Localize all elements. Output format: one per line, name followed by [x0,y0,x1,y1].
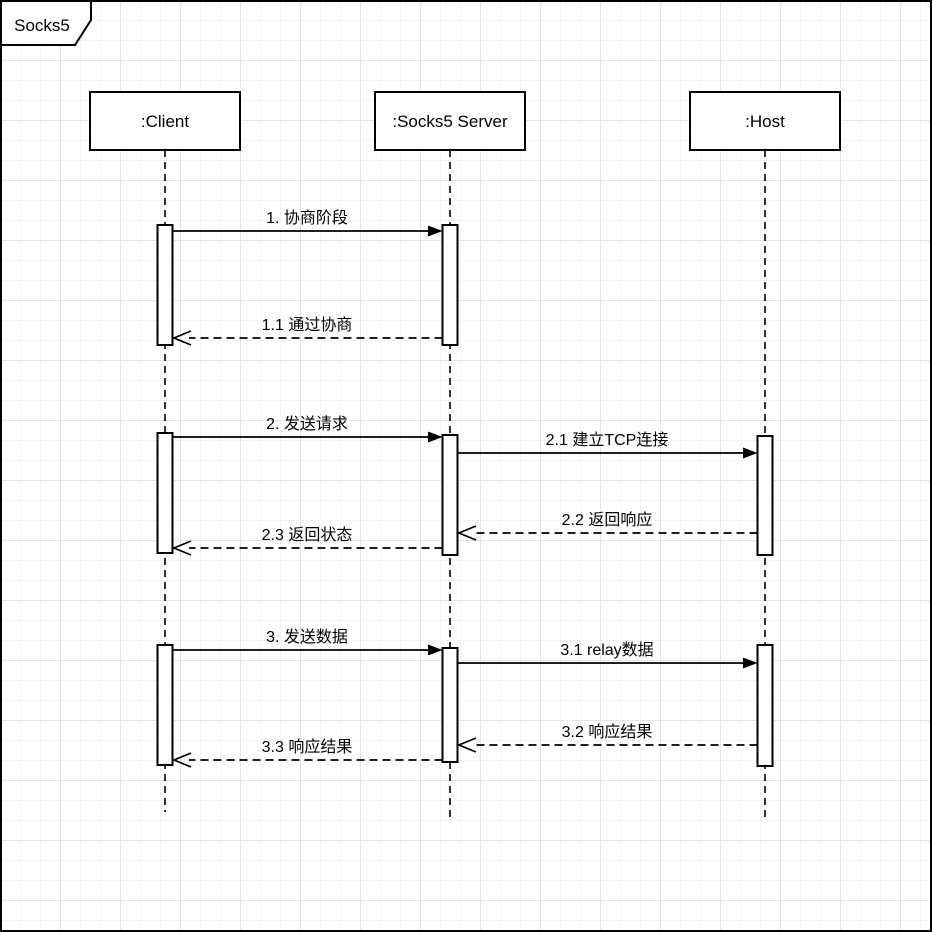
message-3[interactable]: 3. 发送数据 [172,628,443,656]
arrowhead-open [171,752,192,768]
actor-label: :Host [745,112,785,131]
frame-title-tab[interactable]: Socks5 [0,0,92,46]
frame-title: Socks5 [14,16,70,35]
activation-bar-client-2[interactable] [156,432,174,554]
message-label: 1. 协商阶段 [266,209,348,227]
activation-bar-server-1[interactable] [441,224,459,346]
message-label: 2.3 返回状态 [262,526,353,544]
message-label: 1.1 通过协商 [262,316,353,334]
arrowhead-open [171,330,192,346]
message-label: 3. 发送数据 [266,628,348,646]
message-label: 2.1 建立TCP连接 [546,431,669,449]
message-1[interactable]: 1. 协商阶段 [172,209,443,237]
message-label: 3.1 relay数据 [560,641,653,659]
message-3-3[interactable]: 3.3 响应结果 [171,737,443,768]
arrowhead-solid [743,657,758,669]
arrowhead-solid [743,447,758,459]
message-label: 2.2 返回响应 [562,510,653,529]
message-2-2[interactable]: 2.2 返回响应 [456,510,758,541]
activation-bar-client-1[interactable] [156,224,174,346]
frame-tab-shape [0,0,92,46]
actor-box-client[interactable]: :Client [89,91,241,151]
message-3-1[interactable]: 3.1 relay数据 [457,641,758,669]
actor-rect [89,91,241,151]
message-2-1[interactable]: 2.1 建立TCP连接 [457,431,758,459]
activation-bar-server-3[interactable] [441,647,459,763]
actor-rect [689,91,841,151]
activation-bar-server-2[interactable] [441,434,459,556]
message-label: 2. 发送请求 [266,415,348,433]
arrowhead-open [456,737,477,753]
actor-rect [374,91,526,151]
message-3-2[interactable]: 3.2 响应结果 [456,722,758,753]
actor-box-server[interactable]: :Socks5 Server [374,91,526,151]
message-label: 3.2 响应结果 [562,722,653,741]
message-2[interactable]: 2. 发送请求 [172,415,443,443]
activation-bar-client-3[interactable] [156,644,174,766]
arrowhead-open [171,540,192,556]
message-2-3[interactable]: 2.3 返回状态 [171,526,443,556]
arrowhead-solid [428,644,443,656]
activation-bar-host-2[interactable] [756,435,774,556]
actor-label: :Socks5 Server [392,112,508,131]
activation-bar-host-3[interactable] [756,644,774,767]
arrowhead-open [456,525,477,541]
actor-box-host[interactable]: :Host [689,91,841,151]
arrowhead-solid [428,431,443,443]
message-1-1[interactable]: 1.1 通过协商 [171,316,443,346]
message-label: 3.3 响应结果 [262,737,353,756]
arrowhead-solid [428,225,443,237]
actor-label: :Client [141,112,189,131]
